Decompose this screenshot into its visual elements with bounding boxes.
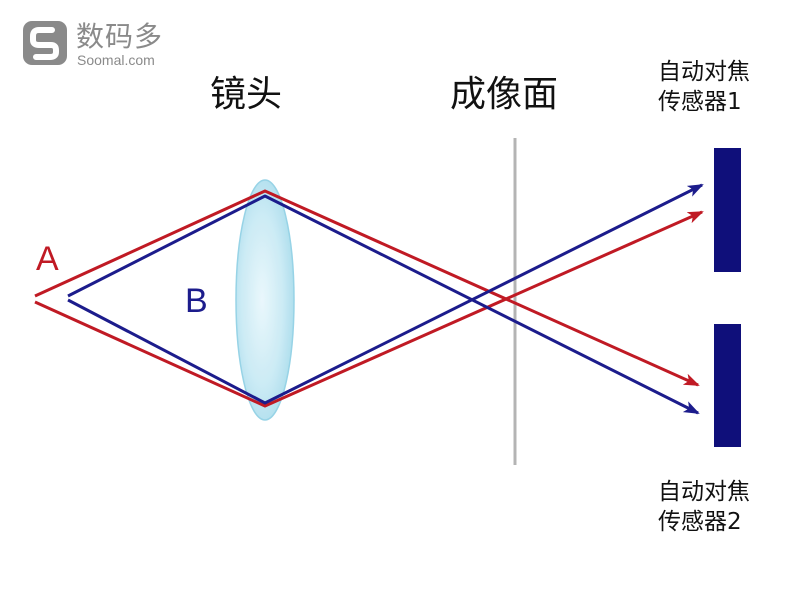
af-sensor-1 [714,148,741,272]
logo-text-cn: 数码多 [76,20,164,53]
image-plane-label: 成像面 [450,74,559,115]
af-sensor-2 [714,324,741,447]
sensor1-label-line1: 自动对焦 [658,59,750,85]
sensor1-label: 自动对焦 传感器1 [658,57,750,117]
sensor2-label: 自动对焦 传感器2 [658,477,750,537]
lens-shape [235,179,295,421]
soomal-logo-mark-icon [23,21,67,65]
ray-a-upper [34,189,700,387]
sensor2-label-line1: 自动对焦 [658,479,750,505]
point-a-label: A [36,240,59,278]
sensor1-label-line2: 传感器1 [658,89,742,115]
ray-b-lower [67,183,704,405]
lens-label: 镜头 [210,74,283,115]
logo-text-en: Soomal.com [77,52,155,68]
ray-a-lower [34,210,704,408]
ray-b-upper [67,194,700,415]
point-b-label: B [185,282,208,320]
sensor2-label-line2: 传感器2 [658,509,742,535]
soomal-logo: 数码多 Soomal.com [22,20,192,70]
